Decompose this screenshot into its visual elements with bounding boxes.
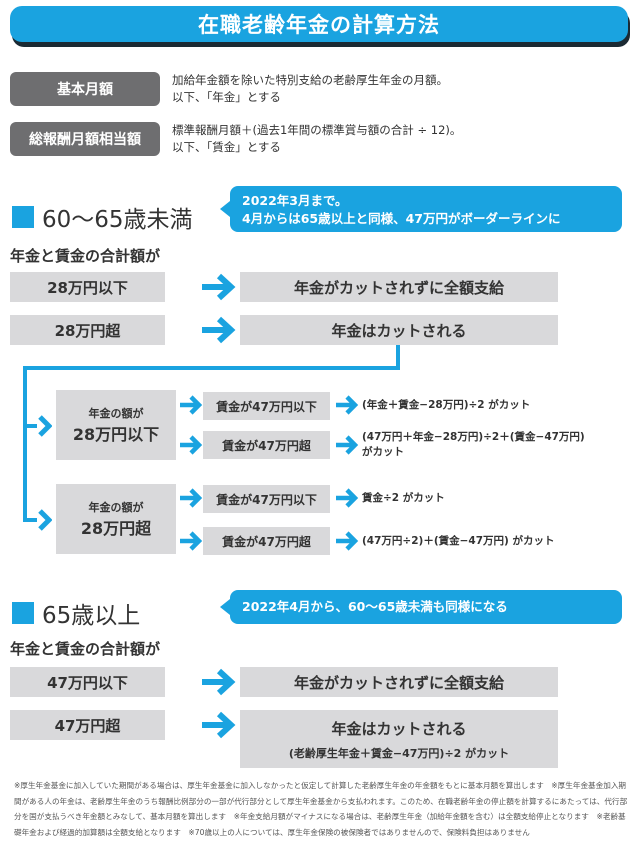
- callout-over65: 2022年4月から、60〜65歳未満も同様になる: [220, 590, 622, 624]
- callout-line: 2022年3月まで。: [242, 193, 348, 208]
- condition-box: 47万円以下: [10, 667, 165, 697]
- case-box: 賃金が47万円以下: [203, 485, 330, 513]
- case-result-line: (47万円＋年金−28万円)÷2＋(賃金−47万円): [362, 431, 585, 443]
- arrow-right-icon: [180, 435, 203, 455]
- result-main: 年金はカットされる: [331, 719, 467, 738]
- section-title: 60〜65歳未満: [42, 207, 193, 233]
- arrow-right-icon: [336, 488, 359, 508]
- branch-box-pension-under28: 年金の額が 28万円以下: [56, 390, 176, 460]
- definition-line: 加給年金額を除いた特別支給の老齢厚生年金の月額。: [172, 73, 448, 87]
- arrow-right-icon: [38, 509, 52, 531]
- section-heading-over65: 65歳以上: [12, 596, 140, 630]
- result-box: 年金はカットされる (老齢厚生年金＋賃金−47万円)÷2 がカット: [240, 710, 558, 768]
- connector-line: [23, 366, 400, 370]
- arrow-right-icon: [180, 395, 203, 415]
- branch-label-small: 年金の額が: [88, 501, 144, 514]
- connector-line: [23, 424, 37, 428]
- case-result: 賃金÷2 がカット: [362, 492, 445, 504]
- section-heading-under65: 60〜65歳未満: [12, 200, 193, 234]
- branch-label-small: 年金の額が: [88, 407, 144, 420]
- arrow-right-icon: [38, 415, 52, 437]
- arrow-right-icon: [202, 668, 236, 696]
- subheading-over65: 年金と賃金の合計額が: [10, 640, 161, 658]
- arrow-right-icon: [180, 531, 203, 551]
- subheading-under65: 年金と賃金の合計額が: [10, 247, 161, 265]
- definition-text-basic-monthly: 加給年金額を除いた特別支給の老齢厚生年金の月額。 以下、「年金」とする: [172, 72, 448, 106]
- case-result: (47万円＋年金−28万円)÷2＋(賃金−47万円) がカット: [362, 430, 585, 460]
- result-formula: (老齢厚生年金＋賃金−47万円)÷2 がカット: [288, 746, 510, 760]
- definition-label-basic-monthly: 基本月額: [10, 72, 160, 106]
- case-box: 賃金が47万円超: [203, 431, 330, 459]
- footnote: ※厚生年金基金に加入していた期間がある場合は、厚生年金基金に加入しなかったと仮定…: [14, 781, 628, 837]
- result-box: 年金がカットされずに全額支給: [240, 272, 558, 302]
- title-banner: 在職老齢年金の計算方法: [10, 6, 628, 42]
- arrow-right-icon: [202, 316, 236, 344]
- arrow-right-icon: [202, 711, 236, 739]
- condition-box: 28万円超: [10, 315, 165, 345]
- condition-box: 47万円超: [10, 710, 165, 740]
- case-result: (年金＋賃金−28万円)÷2 がカット: [362, 399, 531, 411]
- page-title: 在職老齢年金の計算方法: [198, 13, 440, 37]
- definition-line: 以下、「年金」とする: [172, 90, 281, 104]
- condition-box: 28万円以下: [10, 272, 165, 302]
- section-title: 65歳以上: [42, 603, 141, 629]
- arrow-right-icon: [202, 273, 236, 301]
- arrow-right-icon: [336, 435, 359, 455]
- case-result-line: がカット: [362, 446, 404, 458]
- result-box: 年金はカットされる: [240, 315, 558, 345]
- arrow-right-icon: [336, 531, 359, 551]
- definition-label-total-remuneration: 総報酬月額相当額: [10, 122, 160, 156]
- definition-line: 以下、「賃金」とする: [172, 140, 281, 154]
- case-box: 賃金が47万円以下: [203, 392, 330, 420]
- definition-line: 標準報酬月額＋(過去1年間の標準賞与額の合計 ÷ 12)。: [172, 123, 462, 137]
- connector-line: [23, 518, 37, 522]
- branch-box-pension-over28: 年金の額が 28万円超: [56, 484, 176, 554]
- branch-label-big: 28万円以下: [72, 425, 160, 444]
- connector-line: [23, 366, 27, 522]
- result-box: 年金がカットされずに全額支給: [240, 667, 558, 697]
- square-bullet-icon: [12, 206, 34, 228]
- connector-line: [396, 345, 400, 368]
- branch-label-big: 28万円超: [80, 519, 152, 538]
- square-bullet-icon: [12, 602, 34, 624]
- case-box: 賃金が47万円超: [203, 527, 330, 555]
- callout-line: 4月からは65歳以上と同様、47万円がボーダーラインに: [242, 211, 561, 226]
- arrow-right-icon: [336, 395, 359, 415]
- case-result: (47万円÷2)＋(賃金−47万円) がカット: [362, 535, 555, 547]
- definition-text-total-remuneration: 標準報酬月額＋(過去1年間の標準賞与額の合計 ÷ 12)。 以下、「賃金」とする: [172, 122, 461, 156]
- callout-under65: 2022年3月まで。 4月からは65歳以上と同様、47万円がボーダーラインに: [220, 186, 622, 232]
- arrow-right-icon: [180, 488, 203, 508]
